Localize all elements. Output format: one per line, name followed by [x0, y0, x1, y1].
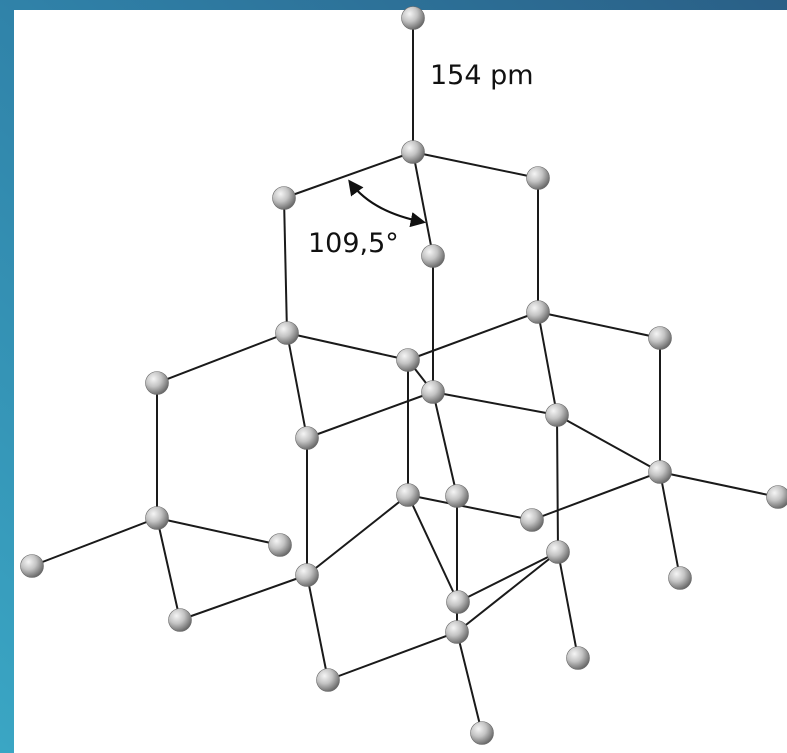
- bond-o-t: [407, 494, 533, 521]
- bond-angle-label: 109,5°: [308, 228, 399, 259]
- carbon-atom-ab: [445, 620, 469, 644]
- bond-u-aa: [457, 551, 559, 603]
- carbon-atom-q: [445, 484, 469, 508]
- bond-j-q: [432, 391, 458, 497]
- bond-n-y: [659, 471, 779, 498]
- bond-f-k: [156, 332, 288, 384]
- carbon-atom-s: [268, 533, 292, 557]
- carbon-atom-d: [526, 166, 550, 190]
- carbon-atom-i: [648, 326, 672, 350]
- carbon-atom-w: [295, 563, 319, 587]
- bond-o-aa: [407, 494, 459, 603]
- bond-ab-ae: [456, 631, 483, 734]
- carbon-atom-e: [421, 244, 445, 268]
- carbon-atom-u: [546, 540, 570, 564]
- bond-g-m: [537, 311, 558, 416]
- bond-w-z: [179, 574, 308, 621]
- bond-b-e: [412, 151, 434, 257]
- carbon-atom-m: [545, 403, 569, 427]
- bond-r-z: [156, 517, 181, 621]
- bond-u-ab: [456, 551, 559, 633]
- carbon-atom-c: [272, 186, 296, 210]
- carbon-atom-y: [766, 485, 787, 509]
- bond-o-w: [306, 494, 409, 576]
- carbon-atom-ad: [316, 668, 340, 692]
- carbon-atom-r: [145, 506, 169, 530]
- carbon-atom-g: [526, 300, 550, 324]
- bond-n-t: [531, 471, 661, 521]
- bond-g-i: [537, 311, 661, 339]
- carbon-atom-h: [396, 348, 420, 372]
- carbon-atom-o: [396, 483, 420, 507]
- bond-n-x: [659, 471, 681, 579]
- carbon-atom-t: [520, 508, 544, 532]
- atoms-layer: [20, 6, 787, 745]
- bond-f-h: [286, 332, 409, 361]
- bonds-layer: [31, 17, 779, 734]
- bond-g-h: [407, 311, 539, 361]
- carbon-atom-ac: [566, 646, 590, 670]
- carbon-atom-f: [275, 321, 299, 345]
- bond-m-u: [556, 414, 559, 553]
- carbon-atom-k: [145, 371, 169, 395]
- carbon-atom-a: [401, 6, 425, 30]
- carbon-atom-l: [295, 426, 319, 450]
- carbon-atom-x: [668, 566, 692, 590]
- bond-b-c: [283, 151, 414, 199]
- bond-w-ad: [306, 574, 329, 681]
- carbon-atom-b: [401, 140, 425, 164]
- white-panel: [14, 10, 787, 753]
- bond-c-f: [283, 197, 288, 334]
- carbon-atom-ae: [470, 721, 494, 745]
- bond-b-d: [412, 151, 539, 179]
- carbon-atom-z: [168, 608, 192, 632]
- angle-arc-arrow: [348, 179, 427, 228]
- carbon-atom-n: [648, 460, 672, 484]
- bond-r-v: [31, 517, 158, 567]
- carbon-atom-j: [421, 380, 445, 404]
- carbon-atom-v: [20, 554, 44, 578]
- bond-r-s: [156, 517, 281, 546]
- bond-ab-ad: [327, 631, 458, 681]
- bond-length-label: 154 pm: [430, 60, 534, 91]
- bond-m-n: [556, 414, 661, 473]
- bond-f-l: [286, 332, 308, 439]
- carbon-atom-aa: [446, 590, 470, 614]
- bond-j-m: [432, 391, 558, 416]
- bond-j-l: [306, 391, 434, 439]
- bond-u-ac: [557, 551, 579, 659]
